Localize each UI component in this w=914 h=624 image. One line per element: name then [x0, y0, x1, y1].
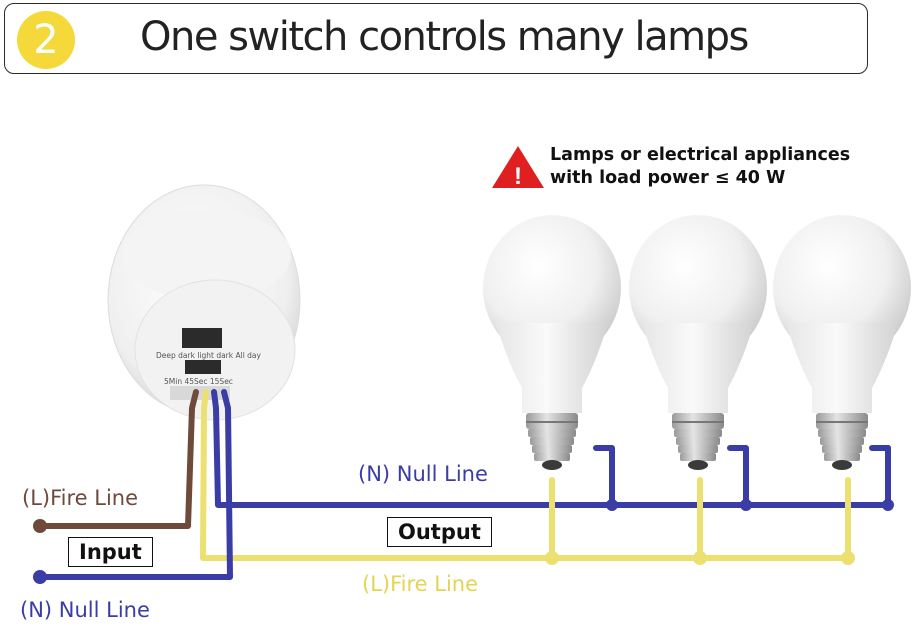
- step-number-badge: 2: [17, 11, 75, 69]
- page-title: One switch controls many lamps: [140, 14, 749, 60]
- output-fire-wire: [200, 389, 851, 561]
- fire-line-left-label: (L)Fire Line: [22, 486, 139, 510]
- input-null-wire: [37, 389, 233, 580]
- fire-line-bottom-label: (L)Fire Line: [362, 572, 479, 596]
- input-fire-wire: [37, 389, 199, 529]
- lamp2-null-branch: [727, 445, 749, 508]
- sensor-mode-label: Deep dark light dark All day: [156, 351, 262, 360]
- warning-line-1: Lamps or electrical appliances: [550, 145, 851, 165]
- light-bulb-icon: [773, 215, 911, 470]
- null-line-top-label: (N) Null Line: [358, 462, 488, 486]
- svg-text:!: !: [514, 163, 522, 190]
- output-label: Output: [387, 517, 492, 547]
- input-label: Input: [68, 537, 153, 567]
- junction-dots: [33, 499, 894, 584]
- warning-triangle-icon: !: [492, 146, 544, 190]
- sensor-wires: [37, 389, 891, 580]
- warning-text: Lamps or electrical appliances with load…: [550, 144, 850, 190]
- motion-sensor-icon: [107, 184, 301, 421]
- light-bulb-icon: [629, 215, 767, 470]
- light-bulb-icon: [483, 215, 621, 470]
- title-box: [4, 3, 868, 74]
- warning-line-2: with load power ≤ 40 W: [550, 168, 786, 188]
- output-null-wire: [211, 389, 891, 508]
- null-line-bottom-label: (N) Null Line: [20, 598, 150, 622]
- sensor-time-label: 5Min 45Sec 15Sec: [164, 377, 233, 386]
- lamp1-null-branch: [593, 445, 615, 508]
